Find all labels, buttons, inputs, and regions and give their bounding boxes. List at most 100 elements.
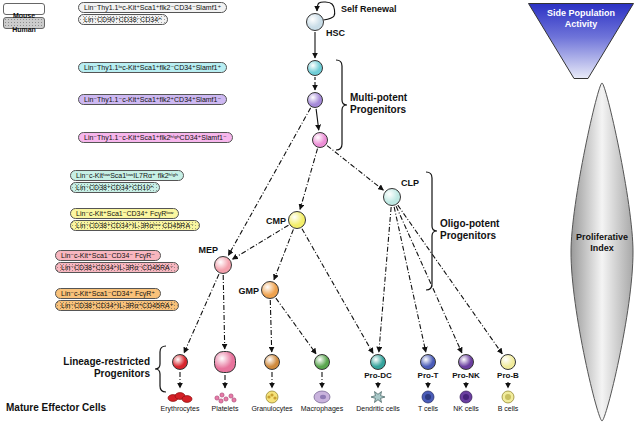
lineage-cell: Pro-DC	[364, 354, 392, 380]
index-spindle: Proliferative Index	[570, 82, 634, 422]
connector	[427, 382, 428, 388]
marker-pill: Lin⁻Thy1.1⁻c-Kit⁺Sca1⁺flk2⁺CD34⁺Slamf1⁻	[78, 94, 227, 105]
node-label: Erythrocytes	[161, 404, 200, 413]
connector	[223, 275, 225, 349]
connector	[232, 225, 288, 259]
connector	[179, 372, 180, 388]
connector	[274, 229, 293, 279]
progenitor-cell: CLP	[383, 188, 401, 206]
cell-icon	[365, 390, 391, 404]
legend-label: Mouse	[13, 12, 35, 19]
lineage-cell: Pro-B	[497, 354, 519, 380]
bracket	[155, 346, 166, 392]
marker-pill: Lin⁻c-Kit⁺Sca1⁻CD34⁻ FcγR⁻	[55, 250, 161, 261]
node-label: Lin⁻Thy1.1ˡᵒc-Kit⁺Sca1⁺flk2⁻CD34⁻Slamf1⁺	[84, 3, 221, 12]
lineage-cell: Pro-T	[418, 354, 439, 380]
node-label: Macrophages	[301, 404, 343, 413]
mature-cell: Erythrocytes	[161, 390, 200, 413]
legend: MouseHuman	[3, 3, 45, 31]
node-label: Proliferative Index	[570, 232, 634, 254]
connector	[327, 146, 383, 191]
cell-icon	[259, 390, 285, 404]
cell-body	[500, 354, 516, 370]
connector	[276, 298, 316, 354]
node-label: Lin⁻c-Kit⁺Sca1⁻CD34⁺ FcγRˡᵒʷ	[76, 209, 173, 218]
connector	[507, 382, 508, 388]
lineage-cell	[314, 354, 330, 370]
cell-icon	[415, 390, 441, 404]
marker-pill: Lin⁻c-Kit⁺Sca1⁻CD34⁺ FcγR⁺	[55, 288, 161, 299]
mature-cell: NK cells	[453, 390, 479, 413]
node-label: CMP	[266, 216, 286, 226]
node-label: Lin⁻Thy1.1⁻c-Kit⁺Sca1⁺flk2⁺CD34⁺Slamf1⁻	[84, 95, 221, 104]
mature-cell: Dendritic cells	[356, 390, 400, 413]
marker-pill: Lin⁻c-KitˡᵒʷSca1ˡᵒʷIL7Rα⁺ flk2ʰⁱᵍʰ	[70, 170, 184, 181]
lineage-cell	[264, 354, 280, 370]
cell-icon	[495, 390, 521, 404]
bracket	[336, 60, 347, 150]
connector	[321, 372, 322, 388]
progenitor-cell	[307, 92, 323, 108]
mature-cell: B cells	[495, 390, 521, 413]
node-label: Lin⁻CD38⁺CD34⁺CD10⁺	[76, 183, 154, 192]
node-label: Granulocytes	[251, 404, 292, 413]
node-label: Pro-DC	[364, 371, 392, 380]
connector	[314, 32, 315, 58]
connector	[465, 382, 466, 388]
marker-pill: Lin⁻c-Kit⁺Sca1⁻CD34⁺ FcγRˡᵒʷ	[70, 208, 179, 219]
marker-pill: Lin⁻CD38⁺CD34⁺IL-3Rα⁺CD45RA⁺	[55, 300, 179, 311]
mature-cell: T cells	[415, 390, 441, 413]
group-label: Lineage-restricted Progenitors	[50, 356, 150, 380]
node-label: HSC	[326, 28, 345, 38]
group-label: Multi-potent Progenitors	[350, 92, 430, 116]
node-label: Lin⁻Thy1.1ˡᵒc-Kit⁺Sca1⁺flk2⁻CD34⁺Slamf1⁺	[84, 63, 221, 72]
marker-pill: Lin⁻CD38⁺CD34⁺CD10⁺	[70, 182, 160, 193]
marker-pill: Lin⁻CD90⁺CD38⁻CD34⁺	[78, 14, 168, 25]
cell-body	[172, 354, 188, 370]
connector	[316, 109, 319, 130]
marker-pill: Lin⁻CD38⁺CD34⁺IL-3Rα⁻CD45RA⁻	[55, 262, 179, 273]
node-label: NK cells	[453, 404, 479, 413]
node-label: Lin⁻c-Kit⁺Sca1⁻CD34⁺ FcγR⁺	[61, 289, 155, 298]
marker-pill: Lin⁻Thy1.1ˡᵒc-Kit⁺Sca1⁺flk2⁻CD34⁻Slamf1⁺	[78, 2, 227, 13]
bracket	[426, 172, 437, 290]
node-label: Dendritic cells	[356, 404, 400, 413]
node-label: Platelets	[212, 404, 239, 413]
edge-label: Self Renewal	[340, 4, 398, 15]
cell-body	[420, 354, 436, 370]
progenitor-cell: GMP	[261, 281, 279, 299]
node-label: T cells	[418, 404, 438, 413]
mature-cell: Platelets	[212, 390, 239, 413]
connector	[184, 274, 219, 353]
connector	[300, 149, 317, 210]
progenitor-cell	[312, 132, 328, 148]
legend-label: Human	[12, 26, 36, 33]
node-label: Lin⁻CD38⁺CD34⁺IL-3Rαˡᵒʷ CD45RA⁻	[76, 221, 194, 230]
node-label: Pro-T	[418, 371, 439, 380]
cell-body	[264, 354, 280, 370]
marker-pill: Lin⁻Thy1.1⁻c-Kit⁺Sca1⁺flk2ʰⁱᵍʰCD34⁺Slamf…	[78, 132, 233, 143]
lineage-cell	[172, 354, 188, 370]
connector	[394, 207, 426, 352]
group-label: Mature Effector Cells	[6, 402, 156, 414]
mature-cell: Macrophages	[301, 390, 343, 413]
connector	[228, 108, 310, 256]
node-label: Pro-B	[497, 371, 519, 380]
stem-cell: HSC	[306, 13, 324, 31]
connector	[379, 207, 391, 352]
activity-trapezoid: Side Population Activity	[528, 3, 634, 79]
node-label: Lin⁻CD38⁺CD34⁺IL-3Rα⁻CD45RA⁻	[61, 263, 173, 272]
cell-icon	[212, 390, 238, 404]
node-label: Pro-NK	[452, 371, 480, 380]
node-label: Lin⁻CD38⁺CD34⁺IL-3Rα⁺CD45RA⁺	[61, 301, 173, 310]
node-label: MEP	[198, 245, 218, 255]
connector	[377, 382, 378, 388]
connector	[302, 229, 373, 354]
node-label: Lin⁻c-KitˡᵒʷSca1ˡᵒʷIL7Rα⁺ flk2ʰⁱᵍʰ	[76, 171, 178, 180]
marker-pill: Lin⁻Thy1.1ˡᵒc-Kit⁺Sca1⁺flk2⁻CD34⁺Slamf1⁺	[78, 62, 227, 73]
node-label: Lin⁻c-Kit⁺Sca1⁻CD34⁻ FcγR⁻	[61, 251, 155, 260]
lineage-cell: Pro-NK	[452, 354, 480, 380]
marker-pill: Lin⁻CD38⁺CD34⁺IL-3Rαˡᵒʷ CD45RA⁻	[70, 220, 200, 231]
node-label: CLP	[401, 178, 419, 188]
cell-icon	[167, 390, 193, 404]
